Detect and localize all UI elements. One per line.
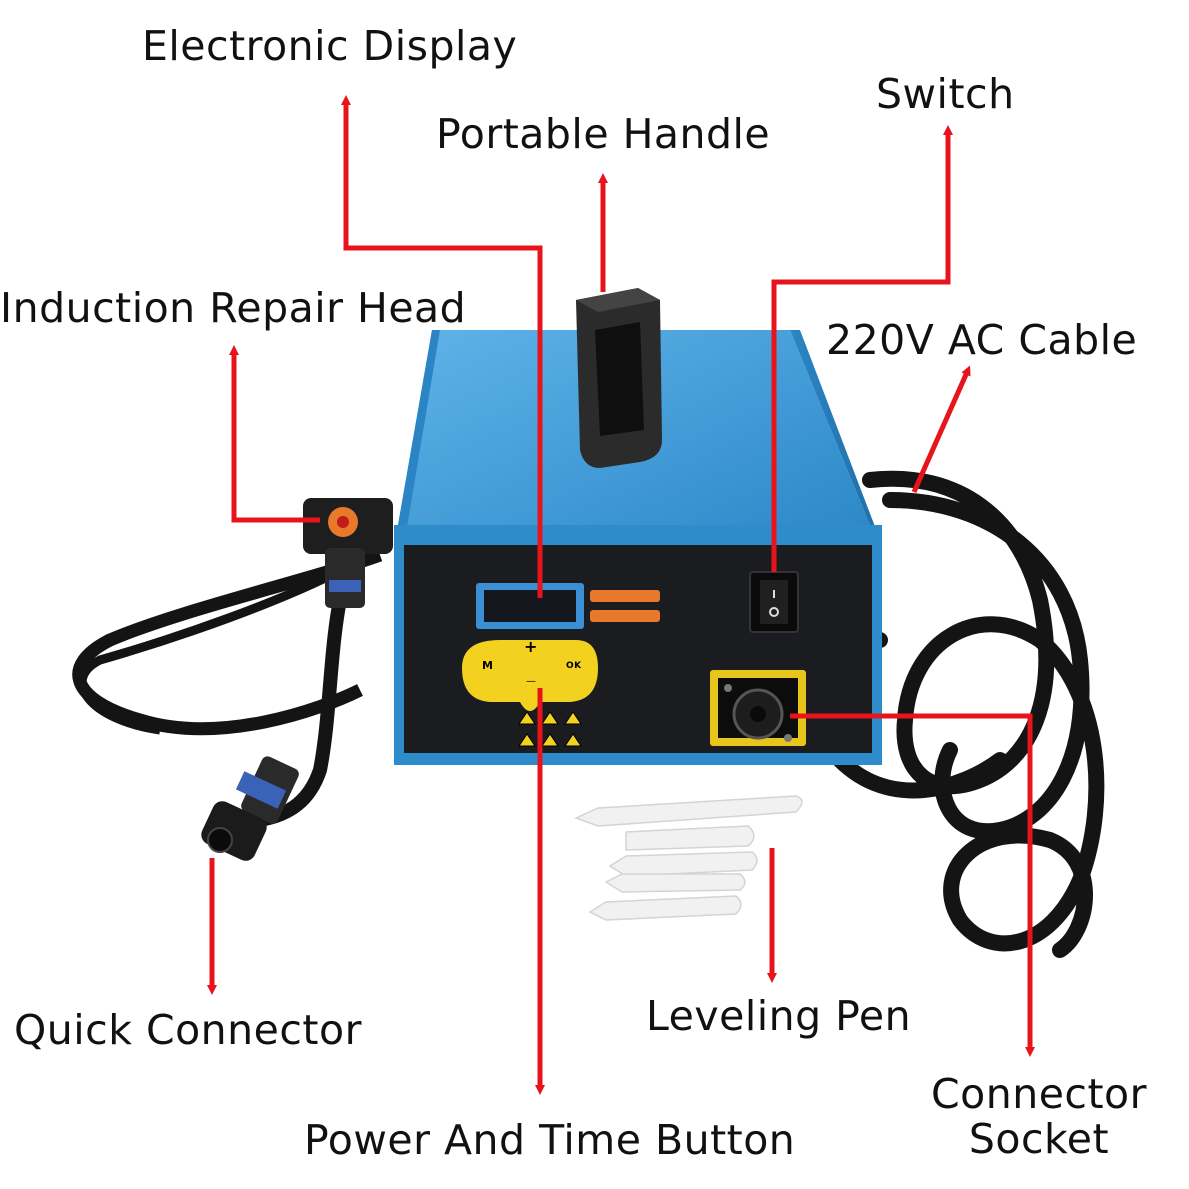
label-connector-socket-line2: Socket — [968, 1115, 1110, 1164]
induction-repair-head — [72, 498, 393, 827]
electronic-display — [476, 583, 660, 629]
keypad-minus-button: — — [526, 676, 537, 687]
quick-connector — [201, 756, 299, 861]
speakon-socket-icon — [710, 670, 806, 746]
label-power-time-button: Power And Time Button — [304, 1116, 796, 1164]
label-induction-repair-head: Induction Repair Head — [0, 284, 467, 332]
label-switch: Switch — [876, 70, 1015, 118]
portable-handle — [576, 288, 662, 468]
label-connector-socket-line1: Connector — [931, 1070, 1147, 1118]
keypad-plus-button: + — [524, 637, 538, 656]
label-leveling-pen: Leveling Pen — [646, 992, 912, 1040]
label-quick-connector: Quick Connector — [14, 1006, 362, 1054]
label-portable-handle: Portable Handle — [436, 110, 771, 158]
keypad — [462, 640, 598, 711]
arrow-electronic-display — [341, 95, 543, 598]
label-connector-socket: Connector Socket — [926, 1070, 1152, 1164]
case-left-side — [398, 330, 440, 545]
arrow-connector-socket — [790, 713, 1035, 1057]
label-electronic-display: Electronic Display — [142, 22, 518, 70]
leveling-pens — [574, 795, 803, 921]
label-ac-cable: 220V AC Cable — [826, 316, 1138, 364]
warning-labels — [518, 711, 582, 747]
callout-arrows — [207, 95, 1035, 1095]
rocker-switch-icon — [749, 571, 799, 633]
arrow-ac-cable — [911, 365, 971, 494]
arrow-induction-head — [229, 345, 320, 523]
keypad-mode-button: M — [482, 659, 494, 672]
keypad-ok-button: OK — [566, 661, 582, 671]
arrow-switch — [771, 125, 953, 572]
